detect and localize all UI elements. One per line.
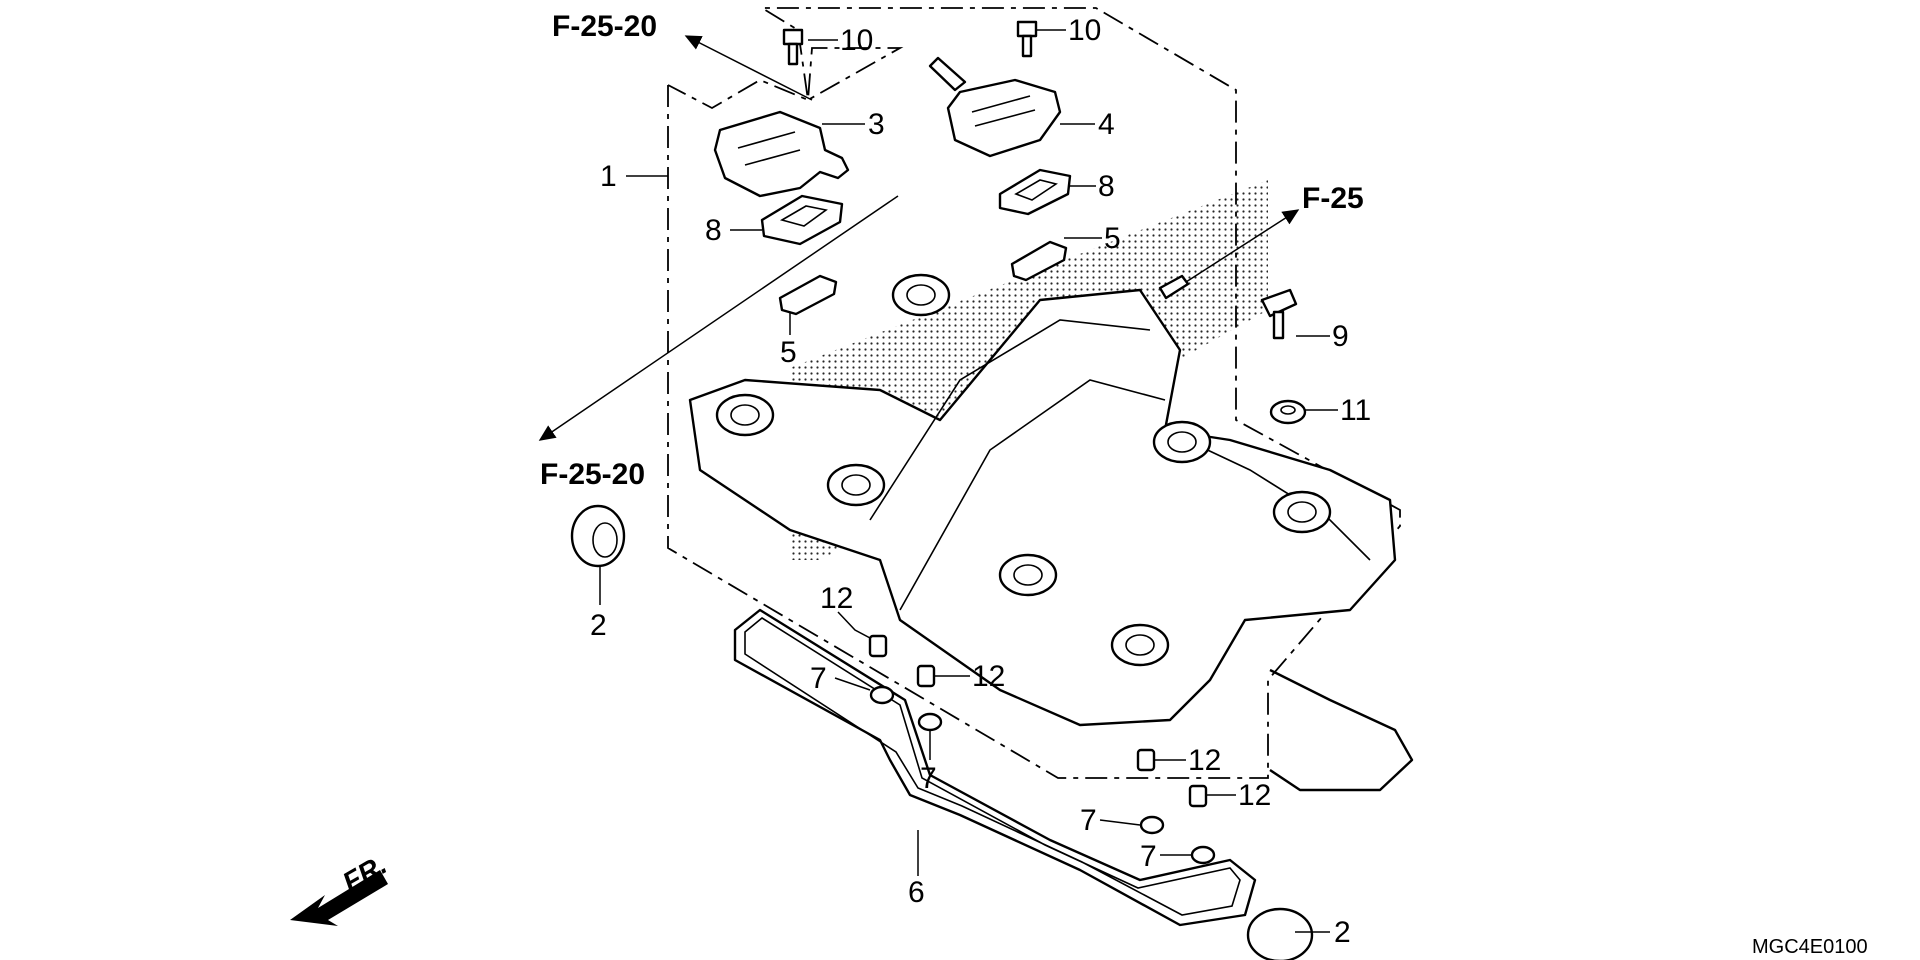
ref-arrow-top-left (684, 35, 813, 101)
breather-nipple (1158, 274, 1190, 300)
callout-5-left: 5 (780, 336, 797, 369)
callout-7-b: 7 (920, 762, 937, 795)
callout-11: 11 (1340, 394, 1371, 427)
valve-gasket-left-inner (779, 205, 828, 227)
callout-10-left: 10 (840, 24, 873, 57)
callout-9: 9 (1332, 320, 1349, 353)
callout-8-right: 8 (1098, 170, 1115, 203)
callout-7-a: 7 (810, 662, 827, 695)
reed-plate-left (778, 274, 838, 316)
callout-12-c: 12 (1188, 744, 1221, 777)
air-suction-valve-left (713, 110, 850, 198)
callout-2-right: 2 (1334, 916, 1351, 949)
ref-arrow-right (1185, 209, 1300, 283)
bolt-10-left (782, 28, 804, 66)
callout-12-d: 12 (1238, 779, 1271, 812)
valve-gasket-left (760, 194, 844, 246)
air-suction-valve-left-detail (737, 131, 801, 166)
callout-12-a: 12 (820, 582, 853, 615)
callout-3: 3 (868, 108, 885, 141)
assembly-boundary (667, 7, 1401, 779)
front-label: FR. (337, 849, 392, 898)
reference-top-left: F-25-20 (552, 10, 657, 43)
valve-gasket-right (998, 168, 1072, 216)
callout-6: 6 (908, 876, 925, 909)
callout-12-b: 12 (972, 660, 1005, 693)
cylinder-head-cover-gasket-rear (1269, 668, 1414, 792)
ref-arrow-left (538, 195, 899, 441)
cylinder-head-cover (688, 288, 1397, 727)
leader-lines (599, 29, 1338, 933)
cap-2-left (570, 504, 626, 568)
diagram-code: MGC4E0100 (1752, 936, 1868, 958)
reed-plate-right (1010, 240, 1068, 282)
callout-8-left: 8 (705, 214, 722, 247)
front-arrow-icon (290, 870, 388, 926)
reference-left: F-25-20 (540, 458, 645, 491)
cap-2-right (1246, 907, 1314, 960)
callout-2-left: 2 (590, 609, 607, 642)
cylinder-head-cover-gasket-inner (744, 617, 1241, 916)
callout-7-c: 7 (1080, 804, 1097, 837)
callout-5-right: 5 (1104, 222, 1121, 255)
bolt-10-right (1016, 20, 1038, 58)
callout-7-d: 7 (1140, 840, 1157, 873)
dowels-and-washers (868, 634, 1216, 865)
washer-11 (1269, 399, 1307, 425)
valve-gasket-right-inner (1014, 179, 1058, 201)
bolt-9 (1260, 288, 1298, 340)
cylinder-head-cover-gasket (733, 608, 1257, 927)
air-suction-valve-right-pipe (928, 56, 967, 92)
callout-10-right: 10 (1068, 14, 1101, 47)
callout-1: 1 (600, 160, 617, 193)
callout-4: 4 (1098, 108, 1115, 141)
air-suction-valve-right-detail (971, 95, 1036, 127)
spark-plug-holes (715, 273, 1332, 667)
reference-right: F-25 (1302, 182, 1364, 215)
